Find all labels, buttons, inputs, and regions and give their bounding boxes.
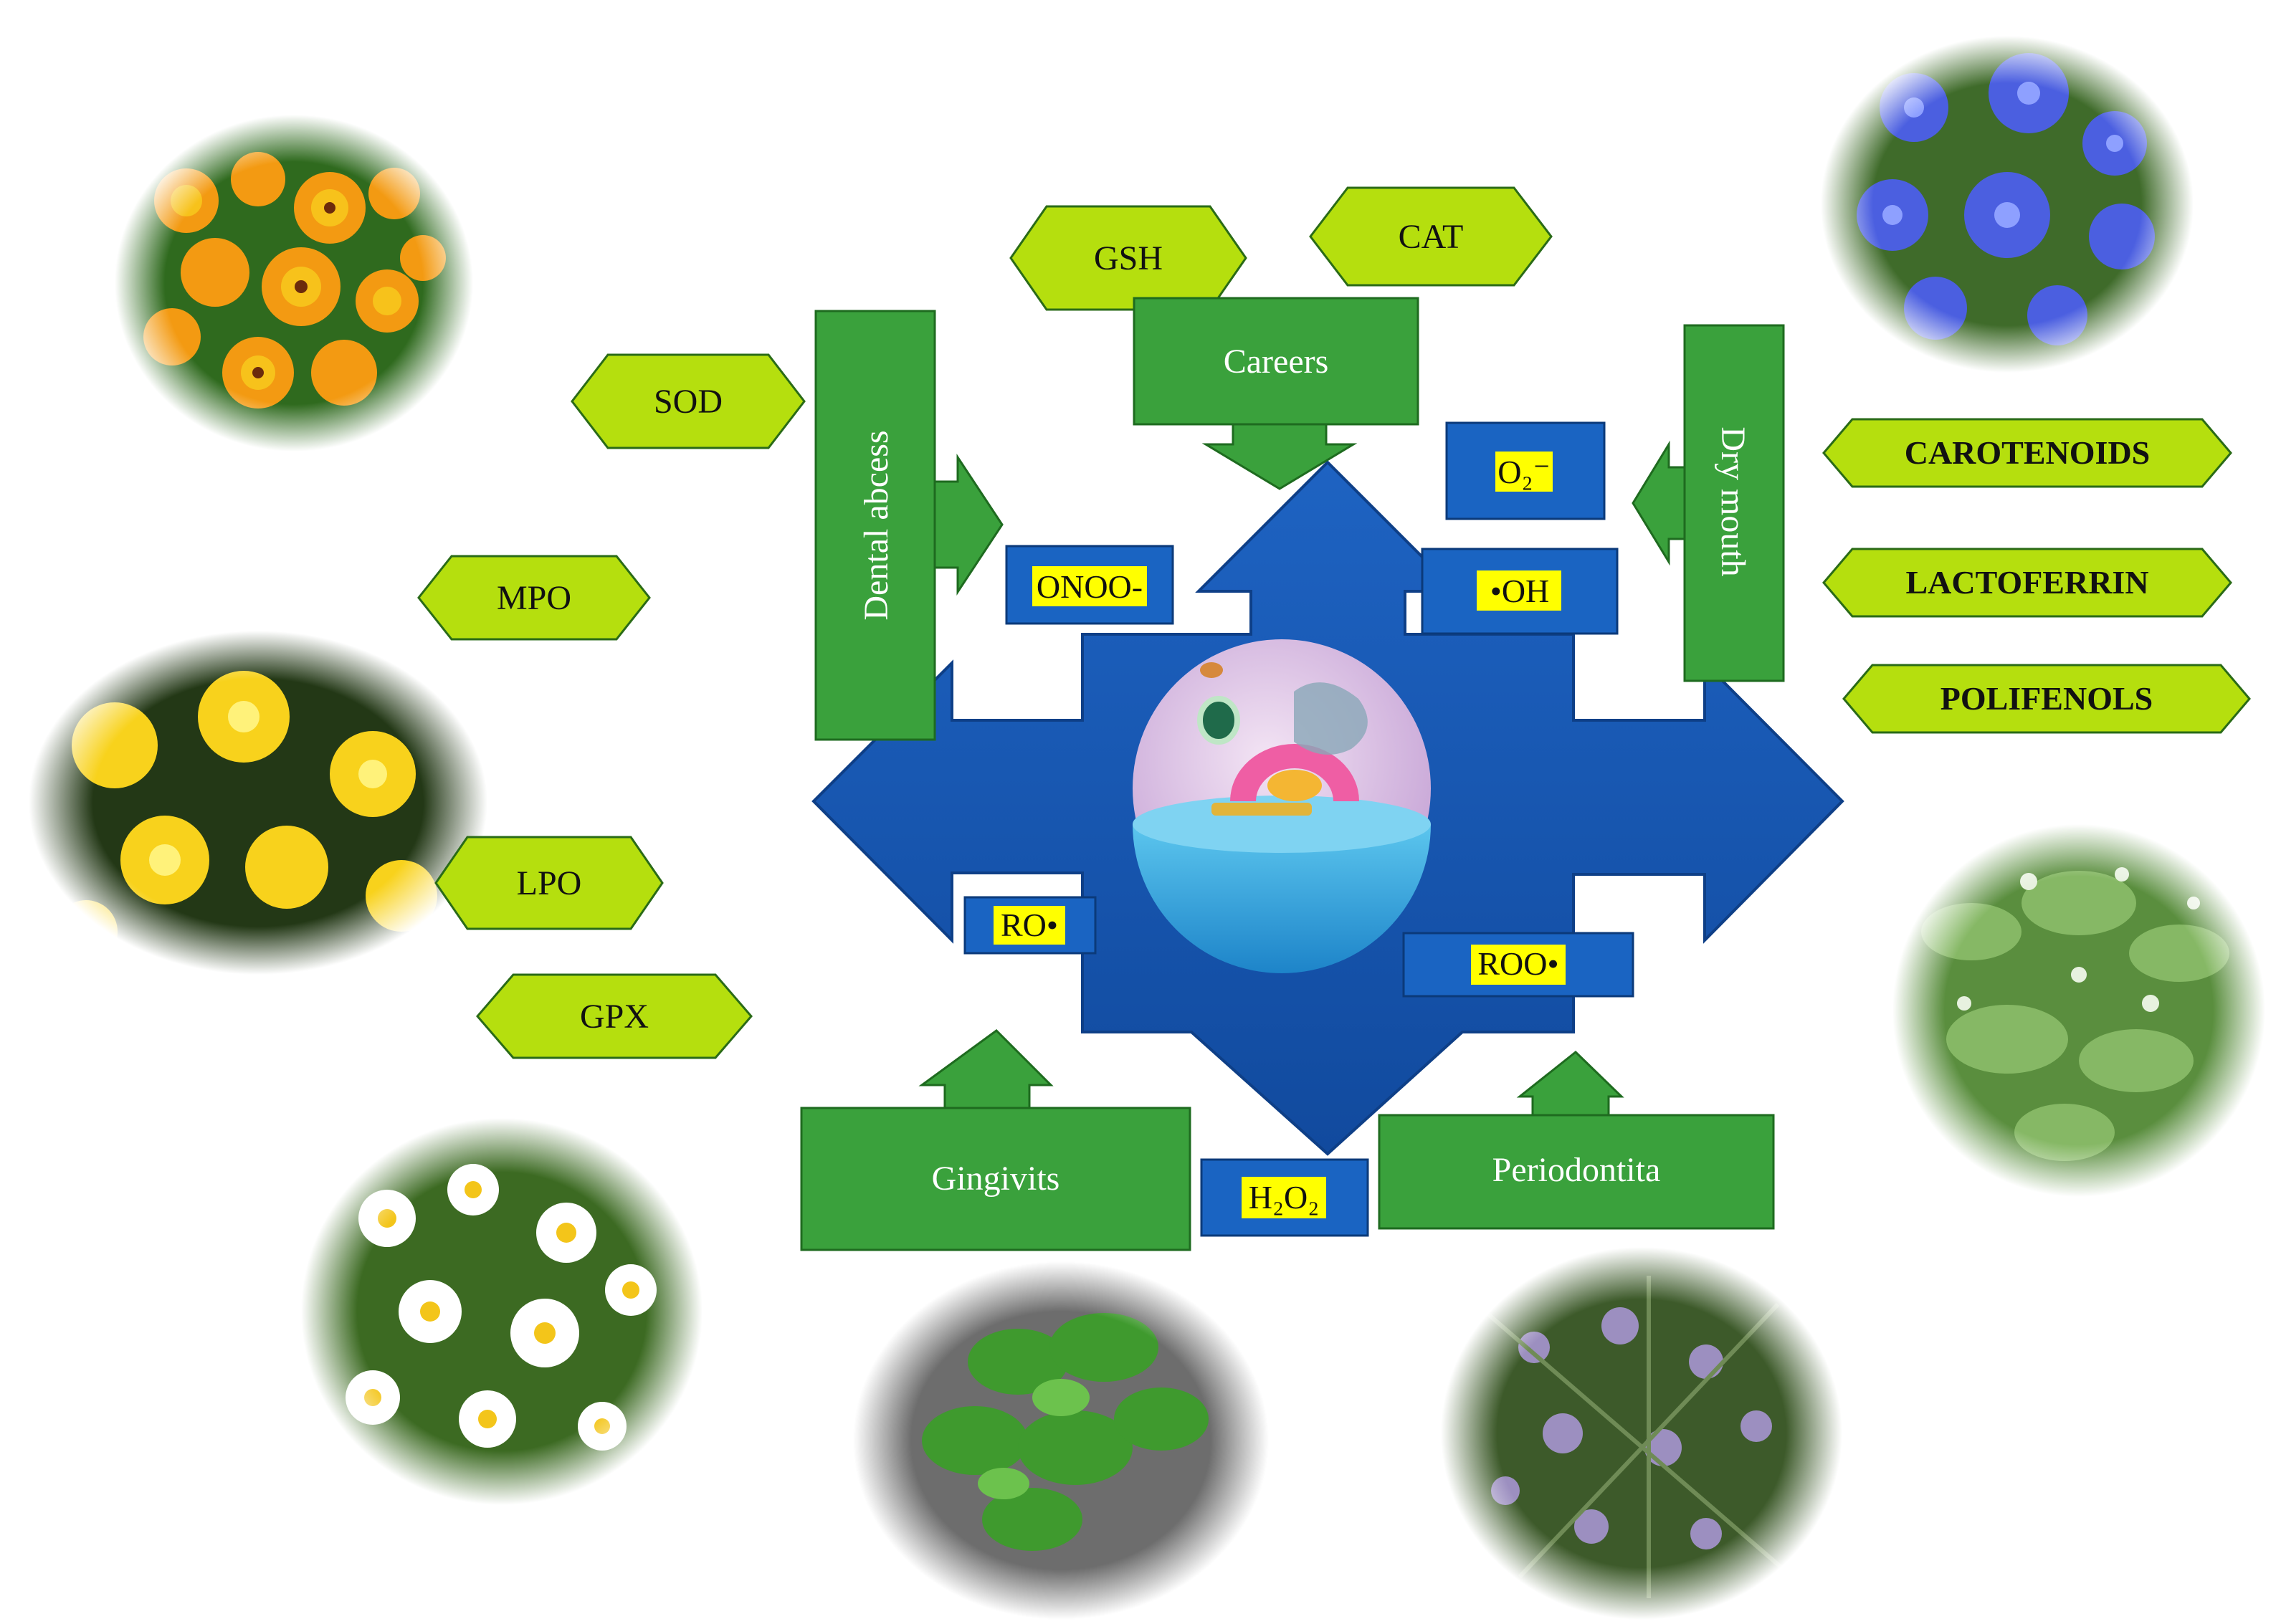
radical-oh-label: •OH: [1490, 573, 1550, 609]
condition-periodontita-label: Periodontita: [1492, 1151, 1661, 1189]
enzyme-gsh: GSH: [1009, 205, 1247, 311]
enzyme-cat-label: CAT: [1399, 218, 1464, 256]
enzyme-cat: CAT: [1309, 186, 1553, 287]
enzyme-gpx: GPX: [476, 973, 753, 1059]
antioxidant-polifenols: POLIFENOLS: [1842, 664, 2251, 734]
rosemary-photo: [1441, 1247, 1842, 1620]
cell-illustration: [1133, 639, 1431, 973]
condition-dental-abscess-label: Dental abcess: [857, 430, 895, 620]
condition-gingivits: Gingivits: [800, 1029, 1191, 1251]
radical-h2o2-label: H₂O₂: [1249, 1179, 1320, 1215]
mint-photo: [853, 1261, 1269, 1620]
enzyme-gpx-label: GPX: [580, 998, 649, 1036]
daisy-photo: [301, 1118, 703, 1505]
condition-dry-mouth: Dry mouth: [1632, 324, 1785, 682]
condition-dental-abscess: Dental abcess: [814, 310, 1004, 741]
condition-careers: Careers: [1133, 297, 1419, 490]
antioxidant-lactoferrin: LACTOFERRIN: [1822, 548, 2232, 618]
condition-periodontita: Periodontita: [1378, 1051, 1775, 1230]
antioxidant-carotenoids: CAROTENOIDS: [1822, 418, 2232, 488]
radical-o2-label: O₂⁻: [1497, 454, 1551, 490]
enzyme-mpo: MPO: [417, 555, 651, 641]
radical-roo-label: ROO•: [1477, 945, 1558, 982]
dandelion-photo: [29, 631, 487, 975]
basil-photo: [1892, 824, 2265, 1197]
condition-gingivits-label: Gingivits: [932, 1160, 1060, 1198]
radical-ro: RO•: [963, 896, 1097, 955]
radical-onoo: ONOO-: [1005, 545, 1174, 625]
condition-dry-mouth-label: Dry mouth: [1714, 426, 1752, 576]
condition-careers-label: Careers: [1224, 343, 1329, 381]
antioxidant-lactoferrin-label: LACTOFERRIN: [1905, 564, 2148, 601]
enzyme-lpo-label: LPO: [517, 864, 582, 902]
enzyme-lpo: LPO: [434, 836, 664, 930]
radical-onoo-label: ONOO-: [1037, 568, 1143, 605]
radical-roo: ROO•: [1402, 932, 1634, 998]
chicory-photo: [1821, 36, 2194, 373]
enzyme-sod: SOD: [571, 353, 806, 449]
radical-o2: O₂⁻: [1445, 421, 1606, 520]
enzyme-gsh-label: GSH: [1094, 239, 1163, 277]
antioxidant-carotenoids-label: CAROTENOIDS: [1905, 434, 2151, 471]
radical-ro-label: RO•: [1001, 907, 1058, 943]
calendula-photo: [115, 115, 473, 452]
antioxidant-polifenols-label: POLIFENOLS: [1940, 680, 2153, 717]
enzyme-mpo-label: MPO: [497, 579, 571, 617]
radical-h2o2: H₂O₂: [1200, 1158, 1369, 1237]
radical-oh: •OH: [1421, 548, 1619, 635]
enzyme-sod-label: SOD: [654, 383, 723, 421]
